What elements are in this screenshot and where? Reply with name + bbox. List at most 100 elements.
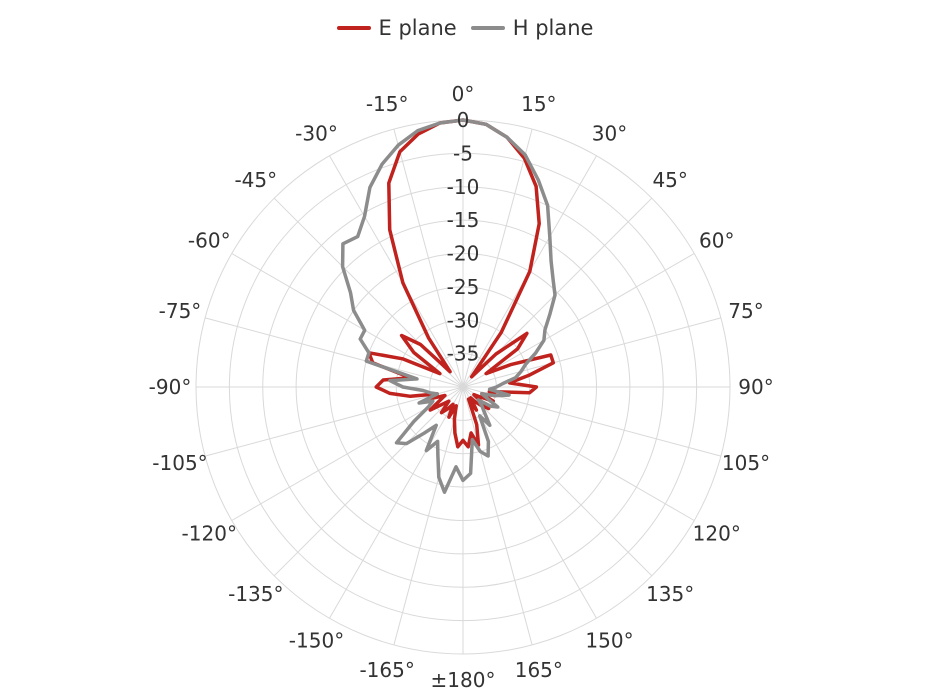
series-0-point-5 — [538, 222, 541, 225]
series-1-point-8 — [551, 278, 555, 281]
series-1-point-32 — [486, 454, 490, 458]
radial-label-3: -15 — [447, 208, 480, 232]
series-0-point-38 — [453, 431, 457, 435]
series-1-point-9 — [553, 293, 557, 297]
grid-spoke-14 — [329, 386, 464, 619]
legend-swatch-h-plane — [470, 26, 505, 30]
series-1-point-25 — [489, 404, 492, 408]
series-1-point-52 — [428, 391, 432, 394]
series-1-point-26 — [477, 398, 480, 402]
series-1-point-65 — [356, 235, 359, 238]
series-0-point-67 — [388, 228, 391, 231]
angle-label-11: 165° — [515, 658, 563, 682]
series-1-point-58 — [367, 351, 371, 354]
series-0-point-28 — [474, 401, 478, 404]
series-1-point-45 — [405, 442, 408, 445]
series-1-point-3 — [524, 153, 527, 157]
angle-label-23: -15° — [366, 92, 409, 116]
angular-tick-labels: 0°15°30°45°60°75°90°105°120°135°150°165°… — [149, 82, 774, 692]
series-0-point-41 — [447, 416, 451, 419]
angle-label-17: -105° — [152, 451, 207, 475]
series-0-point-52 — [409, 395, 412, 398]
series-1-point-68 — [380, 163, 384, 166]
series-0-point-7 — [500, 331, 503, 334]
series-0-point-65 — [427, 336, 430, 339]
series-1-point-0 — [461, 118, 465, 122]
series-0-point-32 — [475, 423, 478, 426]
series-1-point-66 — [363, 215, 366, 218]
series-1-point-63 — [341, 265, 344, 268]
series-1-point-1 — [484, 123, 488, 126]
series-1-point-27 — [480, 404, 484, 408]
series-0-point-49 — [443, 394, 447, 397]
series-0-point-29 — [469, 396, 472, 400]
series-1-point-42 — [425, 449, 428, 452]
series-1-point-51 — [436, 392, 439, 396]
series-1-point-18 — [495, 385, 498, 389]
series-1-point-48 — [427, 405, 430, 409]
grid-spoke-22 — [329, 155, 464, 388]
series-1-point-15 — [519, 370, 523, 373]
series-1-point-56 — [415, 377, 419, 381]
series-1-point-31 — [487, 440, 490, 443]
angle-label-2: 30° — [592, 121, 627, 145]
series-0-point-59 — [401, 357, 404, 360]
grid-spoke-20 — [231, 253, 464, 388]
radial-label-7: -35 — [447, 342, 480, 366]
radial-label-2: -10 — [447, 175, 480, 199]
series-0-point-64 — [448, 370, 452, 373]
series-0-point-55 — [382, 378, 385, 382]
grid-spoke-7 — [462, 386, 722, 457]
angle-label-5: 75° — [728, 299, 763, 323]
series-1-point-62 — [349, 291, 352, 294]
angle-label-19: -75° — [159, 299, 202, 323]
legend: E plane H plane — [0, 16, 930, 40]
grid-spoke-1 — [462, 128, 533, 388]
series-0-point-34 — [469, 431, 473, 435]
series-1-point-30 — [478, 414, 481, 418]
grid-spoke-10 — [462, 386, 597, 619]
series-0-point-61 — [412, 351, 415, 354]
series-1-point-24 — [496, 405, 499, 409]
series-0-point-14 — [549, 353, 552, 357]
legend-label-e-plane: E plane — [378, 16, 457, 40]
series-1-point-20 — [507, 393, 511, 397]
angle-label-20: -60° — [188, 229, 231, 253]
series-0-point-69 — [398, 150, 402, 153]
series-0-point-19 — [528, 391, 531, 394]
series-0-point-53 — [388, 392, 392, 395]
series-1-point-50 — [417, 401, 421, 405]
series-1-point-34 — [471, 438, 474, 441]
series-1 — [340, 118, 557, 494]
series-1-point-19 — [488, 388, 491, 391]
series-0-point-16 — [527, 374, 530, 377]
radial-tick-labels: 0-5-10-15-20-25-30-35 — [447, 108, 480, 366]
series-0-point-44 — [440, 411, 443, 414]
series-1-point-46 — [395, 441, 398, 444]
series-1-point-57 — [365, 359, 368, 363]
series-1-point-7 — [549, 260, 553, 263]
angle-label-16: -120° — [182, 522, 237, 546]
series-0-point-37 — [456, 445, 459, 448]
series-group — [340, 118, 557, 494]
legend-label-h-plane: H plane — [512, 16, 594, 40]
series-0-point-42 — [451, 403, 455, 406]
angle-label-15: -135° — [228, 582, 283, 606]
grid-spoke-13 — [393, 386, 464, 646]
series-1-point-12 — [542, 339, 546, 342]
series-0-point-11 — [516, 347, 519, 350]
series-0-point-12 — [484, 372, 488, 375]
radial-label-0: 0 — [457, 108, 470, 132]
series-1-point-16 — [514, 376, 517, 379]
series-1-point-47 — [412, 420, 415, 423]
series-0-point-63 — [419, 343, 422, 346]
series-0-point-66 — [401, 281, 405, 285]
series-0-point-46 — [441, 403, 444, 406]
series-1-point-67 — [368, 186, 372, 189]
series-1-point-44 — [423, 431, 426, 435]
series-1-point-10 — [548, 312, 552, 316]
series-1-point-21 — [494, 394, 497, 397]
series-1-point-60 — [363, 329, 366, 332]
series-0-point-6 — [528, 270, 531, 273]
series-0-point-18 — [535, 385, 538, 389]
